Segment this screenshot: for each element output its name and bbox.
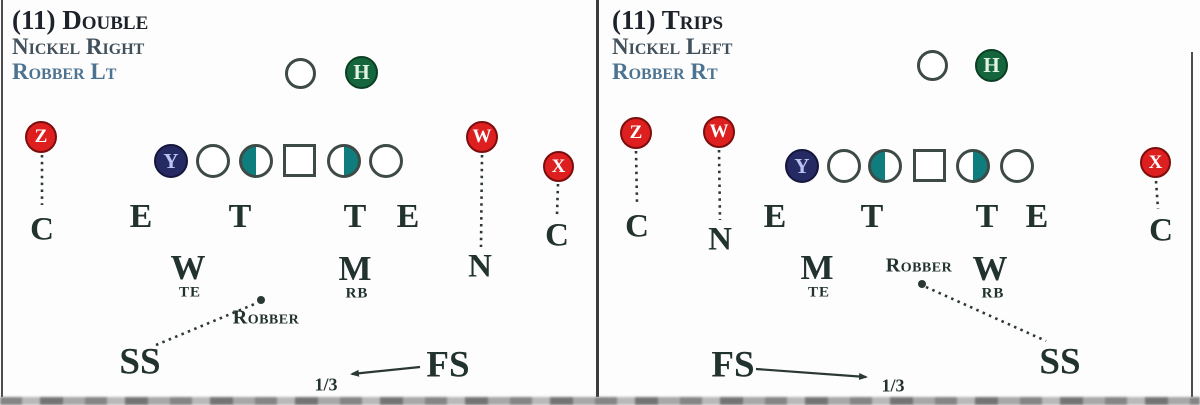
play-subtitle-coverage: Robber Rt [612, 58, 718, 84]
play-subtitle-front: Nickel Left [612, 34, 733, 60]
def-tackle-left: T [860, 198, 884, 235]
play-title: (11) Double [12, 5, 149, 35]
center-square [283, 144, 316, 177]
strong-safety: SS [1039, 341, 1081, 383]
mike-linebacker: M [800, 248, 834, 287]
play-subtitle-front: Nickel Right [12, 34, 145, 60]
right-tackle-circle [369, 144, 403, 178]
receiver-x-badge: X [543, 151, 574, 182]
right-guard-circle [327, 144, 361, 178]
def-end-left: E [763, 198, 787, 235]
scan-artifact-strip [0, 397, 1200, 405]
receiver-x-badge: X [1140, 147, 1171, 178]
robber-landmark-dot [257, 296, 265, 304]
left-tackle-circle [196, 144, 230, 178]
quarterback-circle [917, 50, 948, 81]
corner-right: C [1149, 212, 1173, 249]
x-to-corner-align-line [555, 183, 560, 216]
z-to-corner-align-line [634, 150, 639, 204]
page-left-border [1, 0, 3, 397]
deep-third-label: 1/3 [314, 374, 338, 395]
panel-divider [596, 0, 599, 397]
play-title-block: (11) Double Nickel Right Robber Lt [12, 5, 149, 85]
def-end-left: E [129, 198, 153, 235]
free-safety: FS [426, 344, 470, 386]
mike-key-label: TE [807, 284, 831, 301]
robber-label: Robber [232, 306, 300, 329]
def-tackle-right: T [975, 198, 999, 235]
left-guard-circle [868, 149, 902, 183]
robber-label: Robber [885, 254, 953, 277]
w-to-nickel-align-line [479, 154, 484, 248]
corner-right: C [545, 217, 569, 254]
right-guard-circle [956, 149, 990, 183]
play-subtitle-coverage: Robber Lt [12, 58, 117, 84]
def-tackle-right: T [343, 198, 367, 235]
tight-end-y-badge: Y [785, 149, 819, 183]
h-back-badge: H [345, 56, 378, 89]
left-guard-circle [239, 144, 273, 178]
strong-safety: SS [119, 341, 161, 383]
left-tackle-circle [827, 149, 861, 183]
will-key-label: RB [981, 285, 1005, 302]
right-tackle-circle [1000, 149, 1034, 183]
page-right-border [1191, 52, 1193, 397]
right-play-panel: (11) Trips Nickel Left Robber Rt H Y [598, 0, 1196, 405]
tight-end-y-badge: Y [154, 144, 188, 178]
deep-third-label: 1/3 [881, 375, 905, 396]
left-play-panel: (11) Double Nickel Right Robber Lt H Y [0, 0, 598, 405]
play-title-block: (11) Trips Nickel Left Robber Rt [612, 5, 733, 85]
will-linebacker: W [170, 248, 206, 287]
play-title: (11) Trips [612, 5, 724, 35]
will-key-label: TE [178, 284, 202, 301]
x-to-corner-align-line [1154, 180, 1160, 210]
quarterback-circle [285, 58, 316, 89]
fs-rotation-arrow [755, 367, 868, 380]
corner-left: C [30, 211, 54, 248]
def-tackle-left: T [228, 198, 252, 235]
def-end-right: E [1025, 198, 1049, 235]
receiver-z-badge: Z [25, 121, 57, 153]
mike-linebacker: M [338, 249, 372, 288]
fs-rotation-arrow [350, 365, 421, 377]
def-end-right: E [396, 198, 420, 235]
free-safety: FS [711, 344, 755, 386]
mike-key-label: RB [345, 285, 369, 302]
nickel-back: N [468, 248, 492, 285]
nickel-back: N [708, 221, 732, 258]
w-to-nickel-align-line [717, 149, 722, 221]
center-square [913, 149, 946, 182]
robber-landmark-dot [918, 280, 926, 288]
corner-left: C [625, 208, 649, 245]
receiver-z-badge: Z [620, 117, 652, 149]
receiver-w-badge: W [466, 121, 498, 153]
receiver-w-badge: W [703, 116, 735, 148]
h-back-badge: H [975, 49, 1008, 82]
will-linebacker: W [972, 249, 1008, 288]
